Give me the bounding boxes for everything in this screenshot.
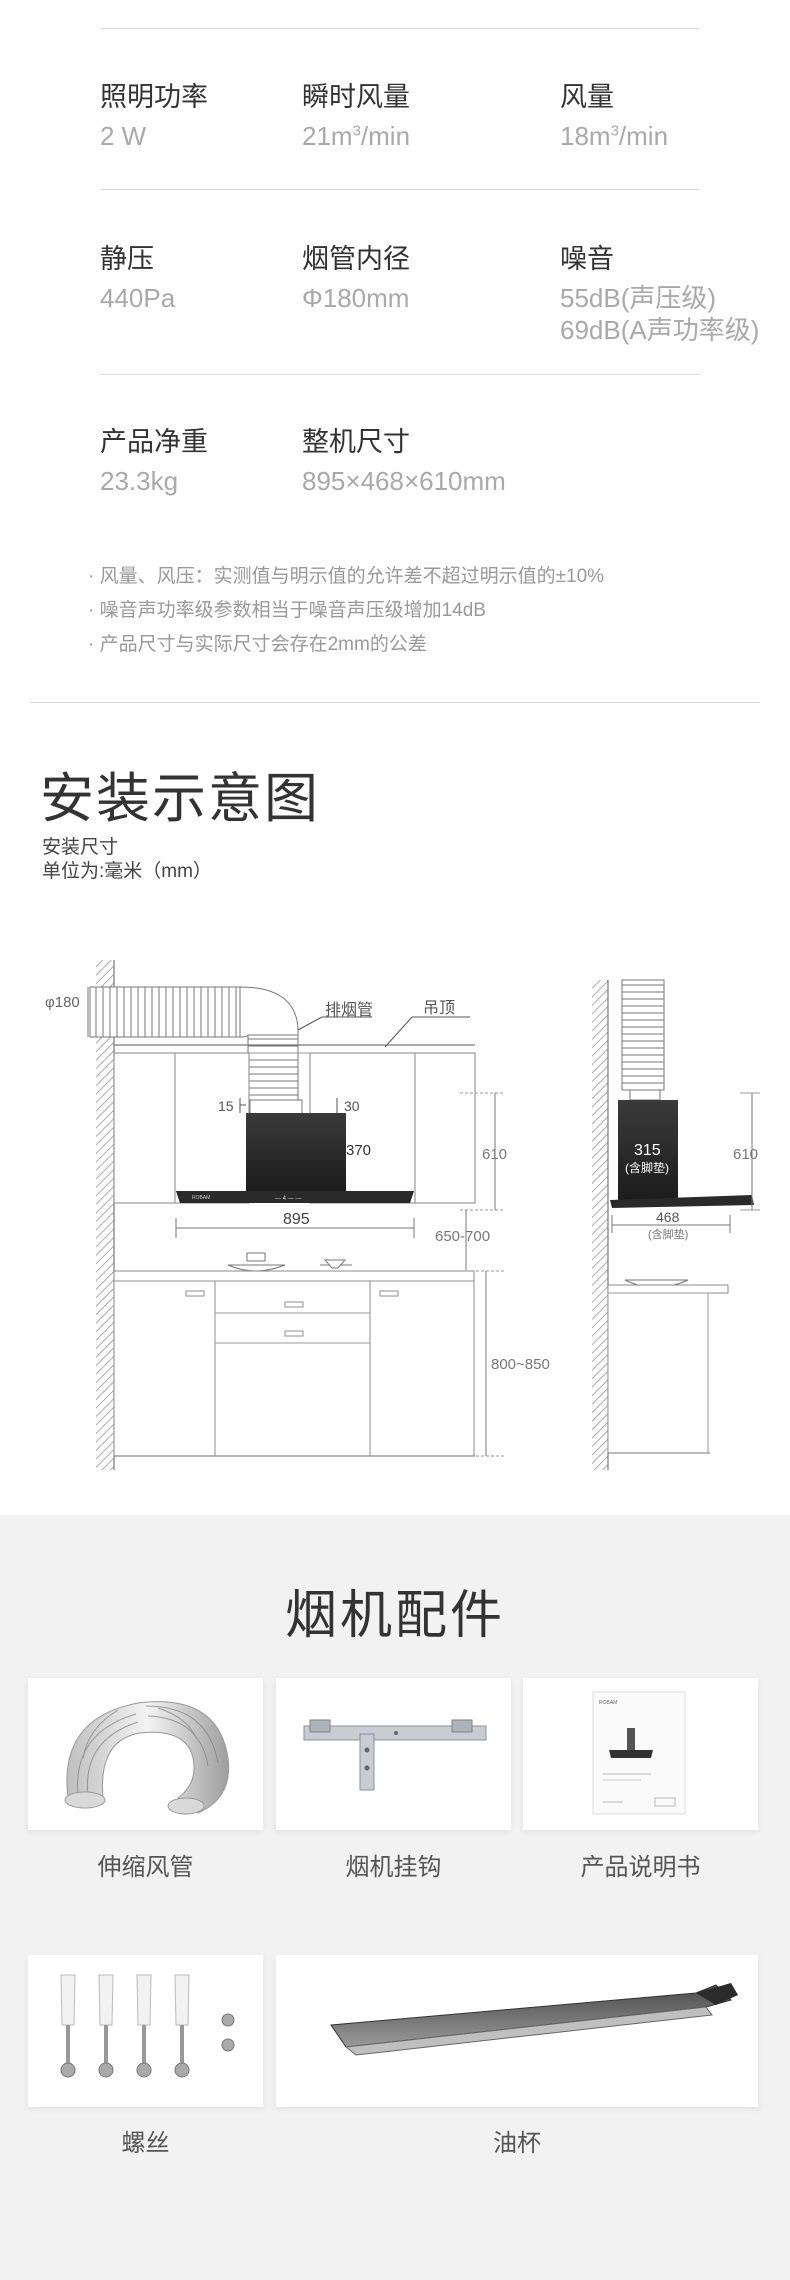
install-section: 安装示意图 安装尺寸 单位为:毫米（mm） φ180 <box>0 705 790 1515</box>
spec-value: 55dB(声压级) <box>560 283 717 313</box>
label-with-feet-2: (含脚垫) <box>648 1227 688 1241</box>
oil-cup-image <box>276 1955 758 2107</box>
dim-468: 468 <box>656 1209 680 1225</box>
spec-dimensions: 整机尺寸 895×468×610mm <box>302 425 506 497</box>
dim-800-850: 800~850 <box>491 1356 550 1373</box>
label-with-feet: (含脚垫) <box>625 1160 669 1175</box>
base-cabinets <box>113 1280 475 1457</box>
spec-value: 21m3/min <box>302 121 411 151</box>
side-wall-hatch <box>592 980 608 1470</box>
spec-label: 整机尺寸 <box>302 427 410 457</box>
screw-set <box>60 1974 190 2078</box>
label-exhaust-pipe: 排烟管 <box>325 1001 373 1019</box>
flex-duct-image <box>28 1678 263 1830</box>
wok-pot <box>227 1264 286 1272</box>
spec-label: 瞬时风量 <box>302 82 410 112</box>
accessory-caption: 螺丝 <box>121 2130 170 2157</box>
spec-value: 18m3/min <box>560 121 669 151</box>
screw <box>174 1974 190 2078</box>
side-hood-panel <box>610 1195 754 1208</box>
side-duct <box>621 979 665 1091</box>
screws-image <box>28 1955 263 2107</box>
accessories-section: 烟机配件 伸缩风管 <box>0 1515 790 2280</box>
svg-text:ROBAM: ROBAM <box>599 1700 617 1706</box>
label-phi180: φ180 <box>45 994 80 1011</box>
spec-notes: · 风量、风压：实测值与明示值的允许差不超过明示值的±10% · 噪音声功率级参… <box>88 560 604 662</box>
spec-label: 产品净重 <box>100 427 208 457</box>
dim-315: 315 <box>634 1142 661 1159</box>
flex-duct-horizontal <box>89 986 241 1038</box>
accessory-caption: 烟机挂钩 <box>345 1854 442 1881</box>
install-title: 安装示意图 <box>40 769 320 829</box>
accessories-title: 烟机配件 <box>284 1587 505 1645</box>
accessory-caption: 伸缩风管 <box>97 1854 194 1881</box>
spec-static-pressure: 静压 440Pa <box>100 242 175 314</box>
install-unit: 单位为:毫米（mm） <box>42 861 212 882</box>
note-item: · 风量、风压：实测值与明示值的允许差不超过明示值的±10% <box>88 566 605 587</box>
spec-value: 2 W <box>100 121 147 151</box>
hood-glass-panel <box>176 1191 414 1203</box>
wall-hatch <box>96 960 114 1470</box>
spec-value: 895×468×610mm <box>302 466 506 496</box>
screw <box>60 1974 76 2078</box>
spec-label: 照明功率 <box>100 82 208 112</box>
spec-label: 风量 <box>560 82 614 112</box>
spec-label: 噪音 <box>560 244 614 274</box>
install-subtitle: 安装尺寸 <box>42 837 119 858</box>
spec-value-2: 69dB(A声功率级) <box>560 315 760 345</box>
dim-650-700: 650-700 <box>435 1228 490 1245</box>
dim-610-side: 610 <box>733 1146 758 1163</box>
dim-370: 370 <box>346 1142 371 1159</box>
upper-cabinets <box>113 1052 476 1204</box>
spec-noise: 噪音 55dB(声压级) 69dB(A声功率级) <box>560 242 759 346</box>
screw <box>98 1974 114 2078</box>
duct-elbow <box>239 986 299 1038</box>
spec-label: 静压 <box>100 244 154 274</box>
side-hood-body <box>618 1100 678 1200</box>
installation-diagram: φ180 排烟管 吊顶 ROBAM — 4 — — 15 30 <box>45 960 760 1470</box>
svg-text:— 4 — —: — 4 — — <box>275 1196 301 1202</box>
spec-net-weight: 产品净重 23.3kg <box>100 425 208 497</box>
hood-body <box>246 1113 346 1191</box>
dim-895: 895 <box>283 1211 310 1228</box>
spec-value: Φ180mm <box>302 283 410 313</box>
divider <box>100 189 700 190</box>
manual-image: ROBAM <box>523 1678 758 1830</box>
spec-label: 烟管内径 <box>302 244 410 274</box>
note-item: · 噪音声功率级参数相当于噪音声压级增加14dB <box>88 600 486 621</box>
label-ceiling: 吊顶 <box>423 999 455 1017</box>
specs-section: 照明功率 2 W 瞬时风量 21m3/min 风量 18m3/min 静压 44… <box>0 0 790 705</box>
spec-duct-diameter: 烟管内径 Φ180mm <box>302 242 410 314</box>
spec-value: 23.3kg <box>100 466 179 496</box>
countertop <box>113 1270 475 1282</box>
screw <box>136 1974 152 2078</box>
accessory-caption: 产品说明书 <box>580 1854 701 1881</box>
spec-value: 440Pa <box>100 283 176 313</box>
dim-15: 15 <box>218 1098 234 1114</box>
hanging-bracket-image <box>276 1678 511 1830</box>
section-divider <box>30 702 760 703</box>
dim-610: 610 <box>482 1146 507 1163</box>
divider <box>100 374 700 375</box>
dim-30: 30 <box>344 1098 360 1114</box>
divider <box>100 28 700 29</box>
spec-airflow: 风量 18m3/min <box>560 80 668 152</box>
svg-text:ROBAM: ROBAM <box>192 1195 210 1201</box>
hood-connector <box>249 1099 303 1116</box>
accessory-caption: 油杯 <box>493 2130 541 2157</box>
spec-lighting-power: 照明功率 2 W <box>100 80 208 152</box>
note-item: · 产品尺寸与实际尺寸会存在2mm的公差 <box>88 634 427 655</box>
spec-peak-airflow: 瞬时风量 21m3/min <box>302 80 410 152</box>
